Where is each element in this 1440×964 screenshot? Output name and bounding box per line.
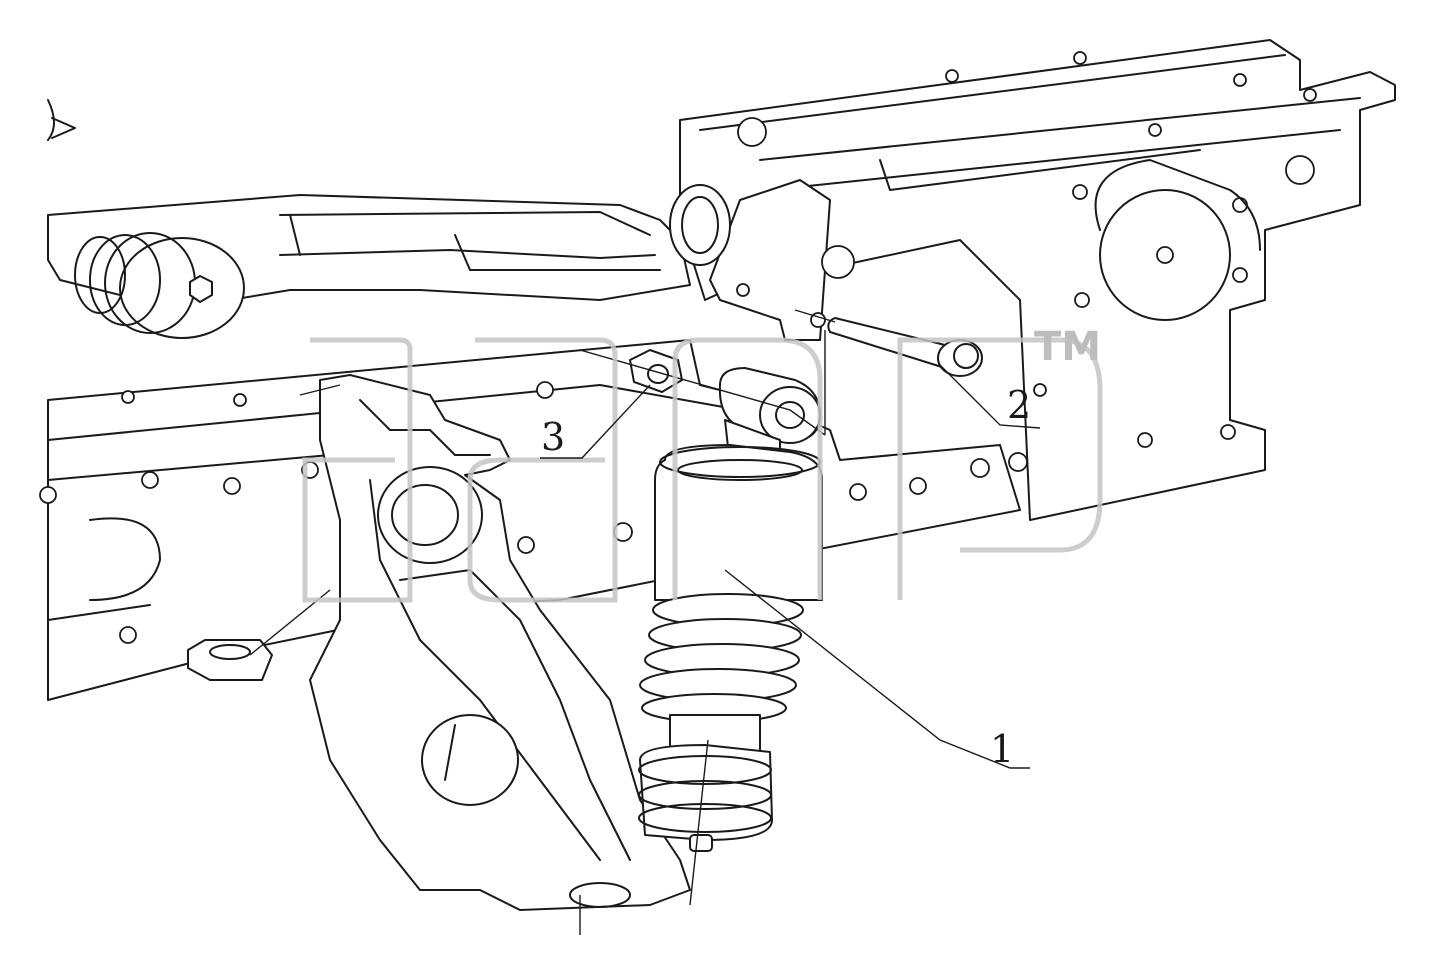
leader-2 xyxy=(939,364,1041,429)
support-bracket xyxy=(187,374,691,911)
leader-3 xyxy=(540,384,651,459)
upper-frame-rail xyxy=(679,39,1396,521)
callout-1: 1 xyxy=(990,727,1014,771)
shock-absorber xyxy=(638,367,823,852)
leader-1 xyxy=(724,569,1030,769)
bolt xyxy=(827,317,983,377)
callout-3: 3 xyxy=(541,415,565,459)
stabilizer-bar xyxy=(47,99,731,339)
callout-2: 2 xyxy=(1007,383,1031,427)
watermark-tm: TM xyxy=(1034,324,1101,370)
assembly-axes xyxy=(249,309,836,935)
watermark-logo: TM xyxy=(302,324,1103,603)
callout-leaders xyxy=(540,364,1041,769)
